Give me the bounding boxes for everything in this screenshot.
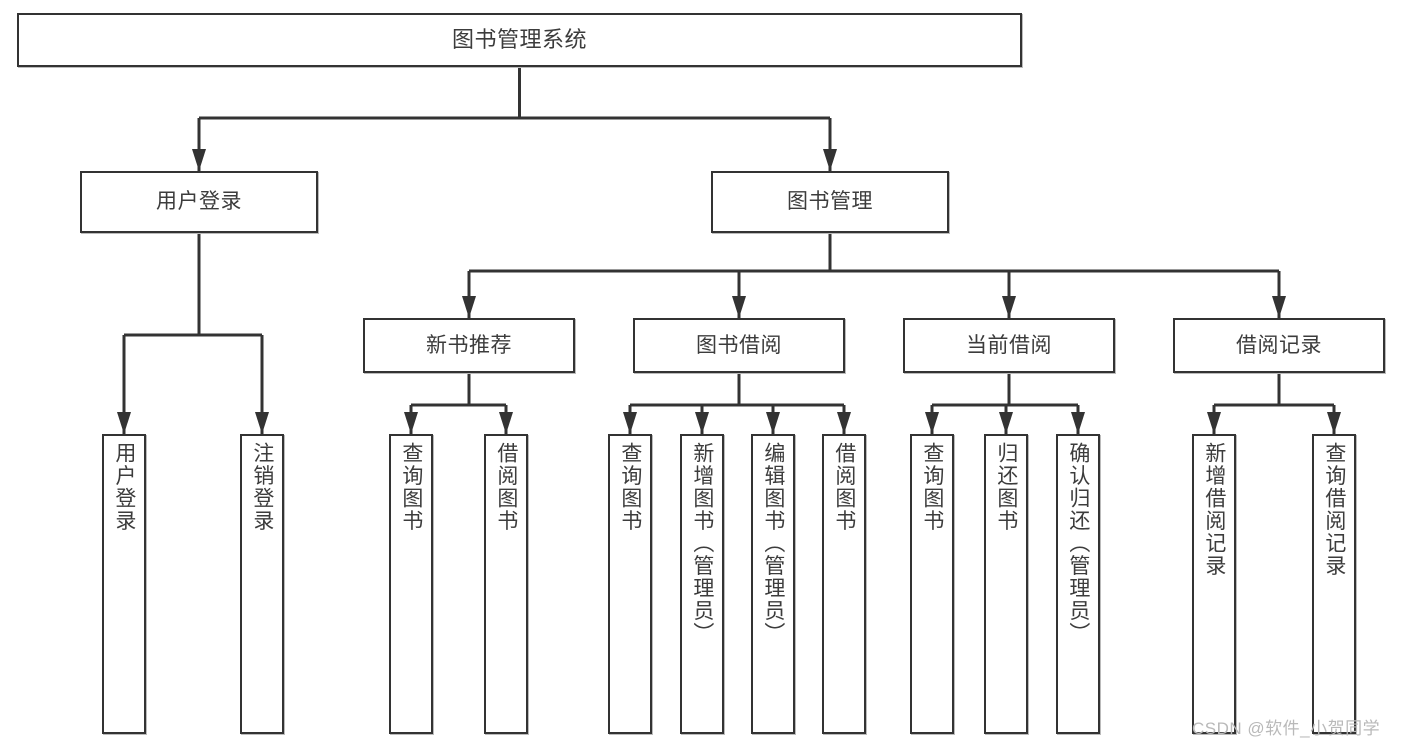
node-book-manage[interactable]: 图书管理 <box>711 171 949 233</box>
node-leaf-rec-query[interactable]: 查询图书 <box>389 434 433 734</box>
node-label: 图书管理 <box>787 190 873 214</box>
node-label: 新增图书（管理员） <box>690 442 714 645</box>
node-leaf-rec-borrow[interactable]: 借阅图书 <box>484 434 528 734</box>
node-user-login[interactable]: 用户登录 <box>80 171 318 233</box>
node-label: 查询图书 <box>618 442 642 532</box>
node-label: 借阅记录 <box>1236 333 1322 357</box>
node-current-borrow[interactable]: 当前借阅 <box>903 318 1115 373</box>
node-leaf-user-logout[interactable]: 注销登录 <box>240 434 284 734</box>
node-label: 归还图书 <box>994 442 1018 532</box>
node-label: 查询图书 <box>920 442 944 532</box>
node-label: 用户登录 <box>156 190 242 214</box>
node-new-book-rec[interactable]: 新书推荐 <box>363 318 575 373</box>
node-book-borrow[interactable]: 图书借阅 <box>633 318 845 373</box>
node-leaf-rec-add[interactable]: 新增借阅记录 <box>1192 434 1236 734</box>
node-label: 确认归还（管理员） <box>1066 442 1090 645</box>
node-leaf-cur-query[interactable]: 查询图书 <box>910 434 954 734</box>
node-borrow-record[interactable]: 借阅记录 <box>1173 318 1385 373</box>
node-label: 用户登录 <box>112 442 136 532</box>
node-leaf-cur-return[interactable]: 归还图书 <box>984 434 1028 734</box>
node-label: 查询借阅记录 <box>1322 442 1346 577</box>
node-label: 新增借阅记录 <box>1202 442 1226 577</box>
node-leaf-user-login[interactable]: 用户登录 <box>102 434 146 734</box>
node-label: 图书管理系统 <box>451 26 587 52</box>
node-label: 查询图书 <box>399 442 423 532</box>
node-leaf-borrow-query[interactable]: 查询图书 <box>608 434 652 734</box>
node-root[interactable]: 图书管理系统 <box>17 13 1022 67</box>
node-label: 借阅图书 <box>494 442 518 532</box>
node-leaf-borrow-lend[interactable]: 借阅图书 <box>822 434 866 734</box>
node-leaf-rec-search[interactable]: 查询借阅记录 <box>1312 434 1356 734</box>
node-label: 新书推荐 <box>426 333 512 357</box>
node-label: 图书借阅 <box>696 333 782 357</box>
node-label: 编辑图书（管理员） <box>761 442 785 645</box>
node-label: 注销登录 <box>250 442 274 532</box>
node-leaf-borrow-edit[interactable]: 编辑图书（管理员） <box>751 434 795 734</box>
node-leaf-cur-confirm[interactable]: 确认归还（管理员） <box>1056 434 1100 734</box>
node-label: 借阅图书 <box>832 442 856 532</box>
node-leaf-borrow-add[interactable]: 新增图书（管理员） <box>680 434 724 734</box>
watermark-text: CSDN @软件_小贺同学 <box>1192 719 1381 738</box>
node-label: 当前借阅 <box>966 333 1052 357</box>
